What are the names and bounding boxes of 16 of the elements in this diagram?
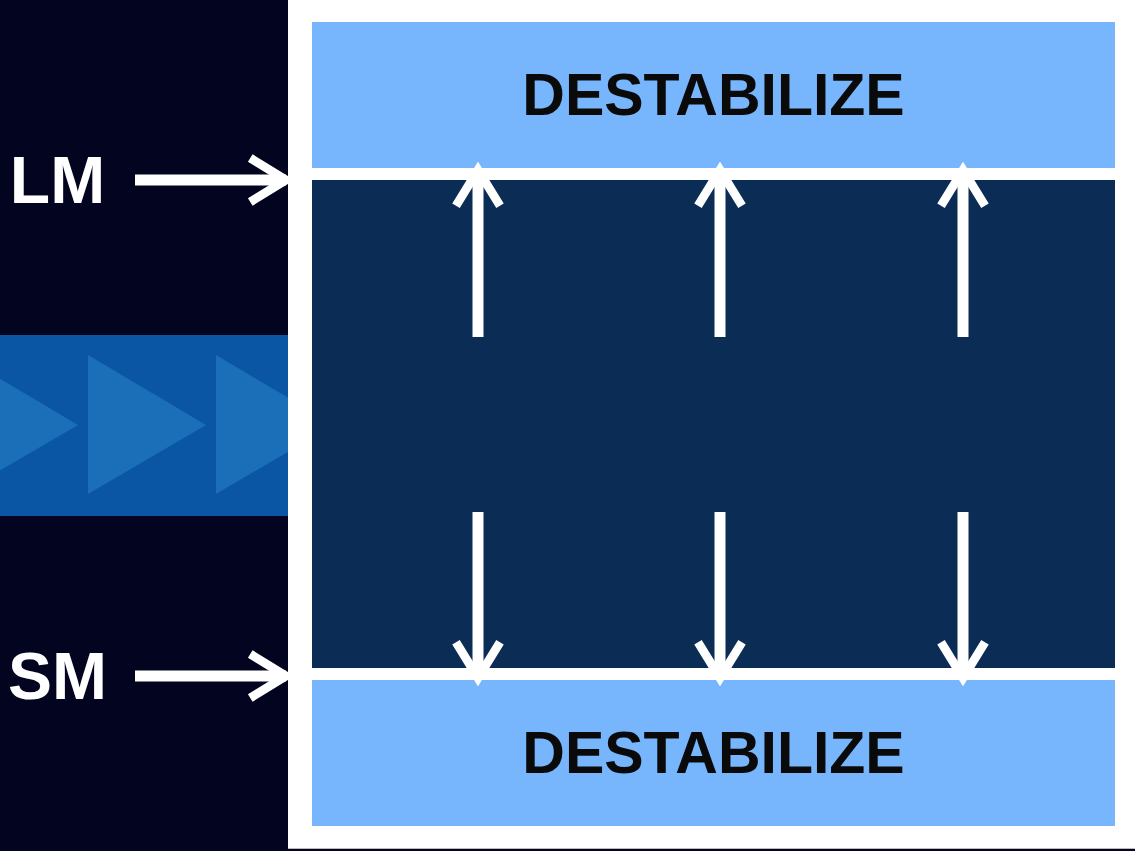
arrow [135,153,291,207]
arrow [693,512,747,683]
arrow [451,165,505,337]
arrow [451,512,505,683]
process-box [312,22,1115,168]
arrow [135,649,291,703]
box-title: DESTABILIZE [522,719,905,787]
process-box [312,180,1115,668]
process-box [312,680,1115,826]
arrow [936,512,990,683]
arrow [936,165,990,337]
side-label: SM [8,638,107,714]
box-title: DESTABILIZE [522,61,905,129]
panel-background [288,0,1135,849]
side-label: LM [9,142,106,218]
arrow [693,165,747,337]
